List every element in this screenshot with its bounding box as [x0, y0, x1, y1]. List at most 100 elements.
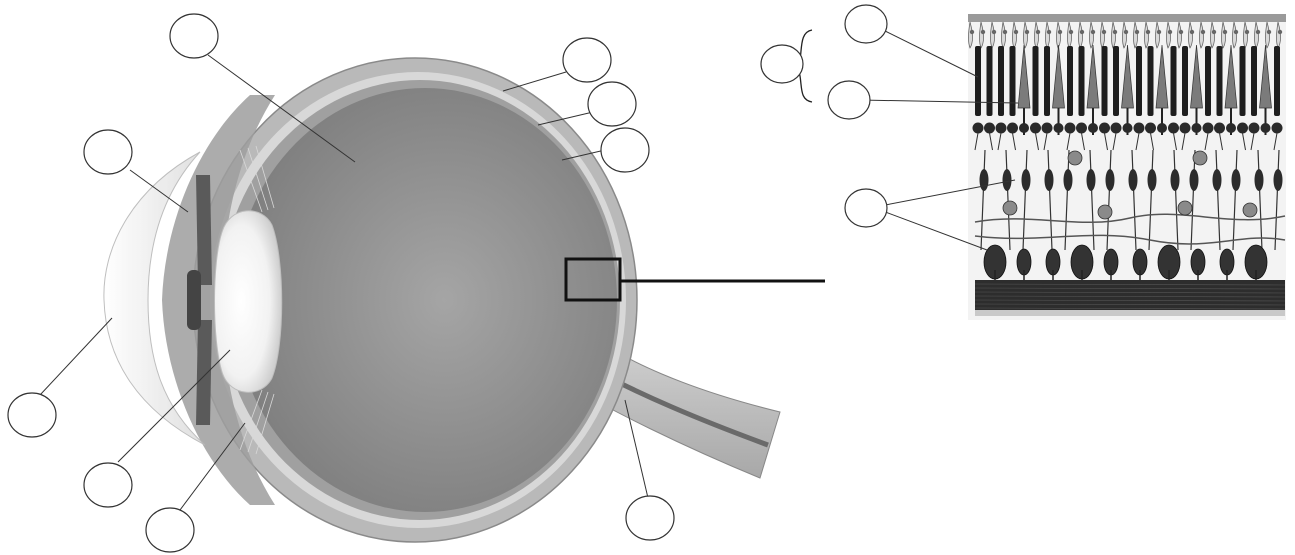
rod-cell: [1217, 46, 1223, 116]
rod-nucleus: [1203, 123, 1214, 134]
amacrine-cell: [1178, 201, 1192, 215]
rod-cell: [1102, 46, 1108, 116]
cone-nucleus: [1226, 123, 1236, 133]
rod-cell: [1033, 46, 1039, 116]
pigment-granule: [1168, 30, 1172, 34]
rod-nucleus: [1134, 123, 1145, 134]
bipolar-cell: [1064, 169, 1073, 191]
bipolar-cell: [980, 169, 989, 191]
rod-cell: [1148, 46, 1154, 116]
bipolar-cell: [1171, 169, 1180, 191]
label-circle-photoreceptor-layer[interactable]: [761, 45, 803, 83]
bipolar-cell: [1232, 169, 1241, 191]
amacrine-cell: [1003, 201, 1017, 215]
rod-cell: [975, 46, 981, 116]
label-circle-vitreous[interactable]: [170, 14, 218, 58]
pigment-granule: [1091, 30, 1095, 34]
rod-cell: [998, 46, 1004, 116]
pigment-granule: [1113, 30, 1117, 34]
rod-nucleus: [1065, 123, 1076, 134]
eyeball: [104, 58, 825, 542]
rod-cell: [1067, 46, 1073, 116]
pigment-granule: [1267, 30, 1271, 34]
rod-nucleus: [1007, 123, 1018, 134]
pigment-granule: [981, 30, 985, 34]
pigment-granule: [1146, 30, 1150, 34]
pigment-granule: [1256, 30, 1260, 34]
pigment-granule: [1102, 30, 1106, 34]
label-circle-retina[interactable]: [601, 128, 649, 172]
rod-cell: [1182, 46, 1188, 116]
rod-cell: [1240, 46, 1246, 116]
cone-nucleus: [1157, 123, 1167, 133]
amacrine-cell: [1193, 151, 1207, 165]
label-circle-ciliary[interactable]: [146, 508, 194, 552]
pigment-granule: [1234, 30, 1238, 34]
vitreous-humor: [233, 88, 617, 512]
label-circle-neurons[interactable]: [845, 189, 887, 227]
rod-nucleus: [1030, 123, 1041, 134]
pigment-granule: [970, 30, 974, 34]
rod-cell: [1251, 46, 1257, 116]
bipolar-cell: [1045, 169, 1054, 191]
cone-nucleus: [1088, 123, 1098, 133]
pigment-granule: [1058, 30, 1062, 34]
lens: [215, 211, 282, 393]
pigment-granule: [1036, 30, 1040, 34]
amacrine-cell: [1243, 203, 1257, 217]
bipolar-cell: [1274, 169, 1283, 191]
pigment-granule: [1003, 30, 1007, 34]
label-circle-sclera[interactable]: [563, 38, 611, 82]
bipolar-cell: [1022, 169, 1031, 191]
bipolar-cell: [1213, 169, 1222, 191]
pigment-granule: [1014, 30, 1018, 34]
rod-nucleus: [1099, 123, 1110, 134]
rod-nucleus: [1249, 123, 1260, 134]
rod-nucleus: [1042, 123, 1053, 134]
rod-cell: [1171, 46, 1177, 116]
rod-nucleus: [1111, 123, 1122, 134]
rod-nucleus: [1272, 123, 1283, 134]
rod-cell: [1079, 46, 1085, 116]
pigment-granule: [1190, 30, 1194, 34]
bipolar-cell: [1129, 169, 1138, 191]
label-circle-rods[interactable]: [845, 5, 887, 43]
rod-nucleus: [1076, 123, 1087, 134]
pigment-granule: [1047, 30, 1051, 34]
cone-nucleus: [1123, 123, 1133, 133]
iris: [196, 175, 212, 285]
pupil-edge: [187, 270, 201, 330]
label-circle-lens[interactable]: [84, 463, 132, 507]
bipolar-cell: [1148, 169, 1157, 191]
label-circle-choroid[interactable]: [588, 82, 636, 126]
pigment-granule: [1245, 30, 1249, 34]
bipolar-cell: [1087, 169, 1096, 191]
rod-cell: [987, 46, 993, 116]
cone-nucleus: [1192, 123, 1202, 133]
retina-cross-section: [966, 14, 1288, 320]
label-circle-optic-nerve[interactable]: [626, 496, 674, 540]
bipolar-cell: [1255, 169, 1264, 191]
label-circle-cornea[interactable]: [8, 393, 56, 437]
rod-nucleus: [984, 123, 995, 134]
pigment-granule: [992, 30, 996, 34]
rod-cell: [1136, 46, 1142, 116]
pigment-granule: [1201, 30, 1205, 34]
rod-nucleus: [1168, 123, 1179, 134]
bipolar-cell: [1106, 169, 1115, 191]
rod-nucleus: [996, 123, 1007, 134]
rod-nucleus: [1180, 123, 1191, 134]
pigment-granule: [1179, 30, 1183, 34]
pigment-granule: [1069, 30, 1073, 34]
rod-cell: [1205, 46, 1211, 116]
cone-nucleus: [1054, 123, 1064, 133]
label-circle-iris[interactable]: [84, 130, 132, 174]
rod-cell: [1274, 46, 1280, 116]
label-circle-cones[interactable]: [828, 81, 870, 119]
pigment-granule: [1124, 30, 1128, 34]
rod-nucleus: [1237, 123, 1248, 134]
pigment-granule: [1080, 30, 1084, 34]
rod-nucleus: [973, 123, 984, 134]
pigment-granule: [1135, 30, 1139, 34]
